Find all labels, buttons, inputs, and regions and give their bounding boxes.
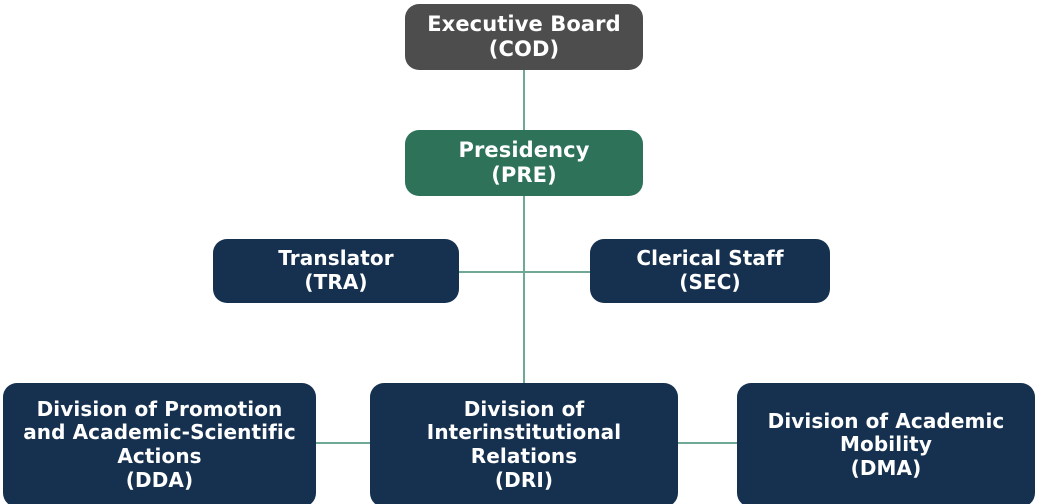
- node-executive-board[interactable]: Executive Board (COD): [405, 4, 643, 70]
- node-division-of-interinstitutional-relations[interactable]: Division of Interinstitutional Relations…: [370, 383, 678, 504]
- node-translator-label: Translator (TRA): [278, 246, 394, 294]
- connector-trunk-to-clerical-staff: [523, 271, 591, 273]
- connector-interinstitutional-division-to-mobility-division: [677, 442, 738, 444]
- node-clerical-staff[interactable]: Clerical Staff (SEC): [590, 239, 830, 303]
- node-division-promotion-label: Division of Promotion and Academic-Scien…: [23, 396, 296, 492]
- connector-translator-to-trunk: [458, 271, 524, 273]
- node-translator[interactable]: Translator (TRA): [213, 239, 459, 303]
- node-presidency[interactable]: Presidency (PRE): [405, 130, 643, 196]
- node-division-of-promotion-and-academic-scientific-actions[interactable]: Division of Promotion and Academic-Scien…: [3, 383, 316, 504]
- node-division-interinstitutional-label: Division of Interinstitutional Relations…: [426, 396, 622, 492]
- node-presidency-label: Presidency (PRE): [458, 138, 590, 187]
- connector-executive-board-to-presidency: [523, 69, 525, 131]
- node-executive-board-label: Executive Board (COD): [427, 12, 621, 61]
- connector-presidency-to-division-trunk: [523, 195, 525, 384]
- connector-promotion-division-to-interinstitutional-division: [315, 442, 371, 444]
- node-division-of-academic-mobility[interactable]: Division of Academic Mobility (DMA): [737, 383, 1035, 504]
- node-division-mobility-label: Division of Academic Mobility (DMA): [767, 408, 1005, 480]
- node-clerical-staff-label: Clerical Staff (SEC): [636, 246, 784, 294]
